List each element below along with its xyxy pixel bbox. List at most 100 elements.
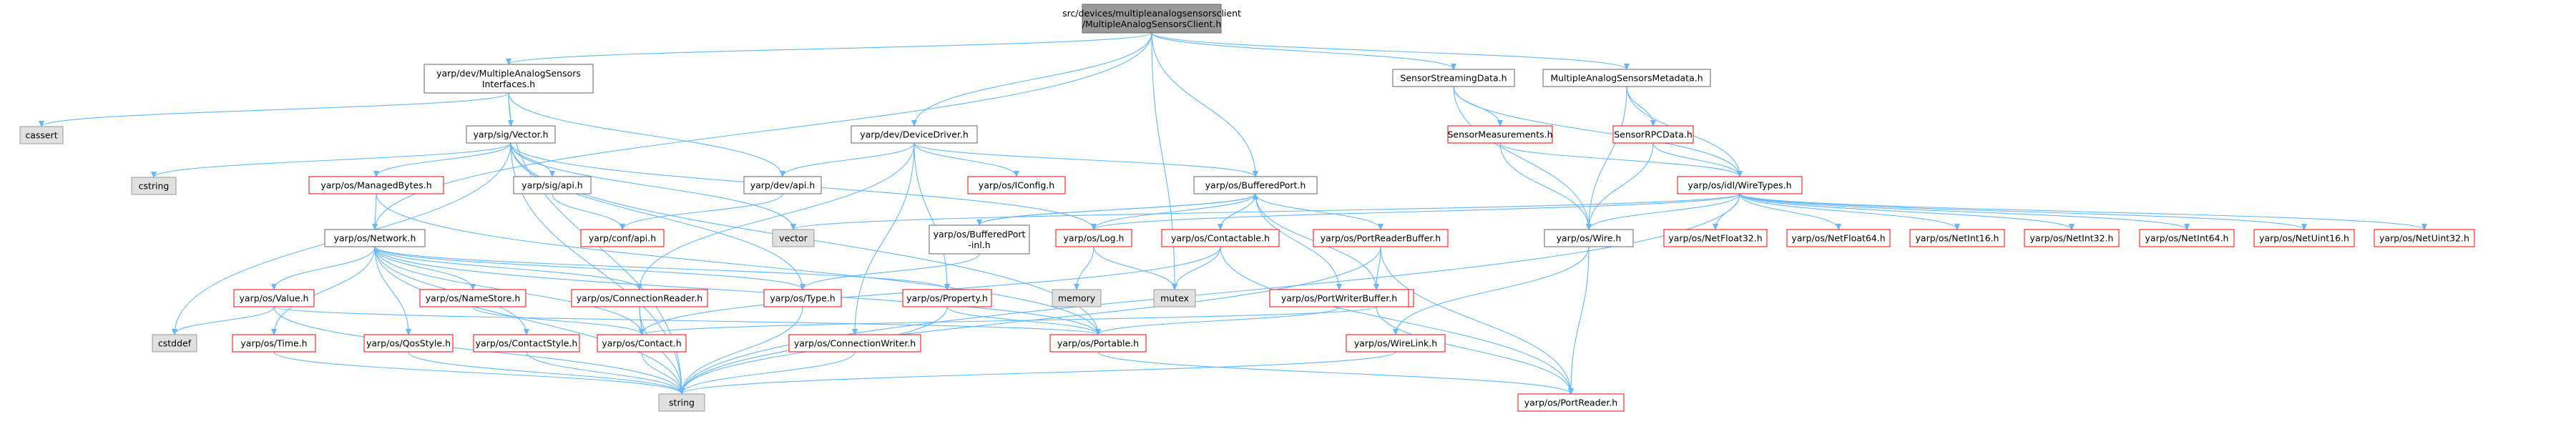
node-label: memory [1058,293,1096,304]
node-label: yarp/dev/MultipleAnalogSensors [436,68,581,79]
node-box [324,229,426,247]
edge-contactable-to-mutex [1175,246,1221,290]
edge-wire-to-wirelink [1396,246,1590,335]
edge-devapi-to-confapi [622,193,783,230]
node-label: yarp/os/ConnectionWriter.h [794,338,916,349]
edge-sensorstream-to-wiretypes [1453,86,1740,177]
node-layer: src/devices/multipleanalogsensorsclient/… [19,4,2475,412]
node-yarp-os-network-h[interactable]: yarp/os/Network.h [324,229,426,247]
node-label: vector [779,233,808,244]
node-box [2374,229,2475,247]
node-yarp-os-portwriterbuffer-h[interactable]: yarp/os/PortWriterBuffer.h [1269,289,1409,307]
edge-contactable-to-portreader [1220,246,1571,394]
node-label: yarp/os/Log.h [1064,233,1125,244]
node-yarp-dev-devicedriver-h[interactable]: yarp/dev/DeviceDriver.h [851,125,978,144]
node-label: /MultipleAnalogSensorsClient.h [1082,19,1222,29]
node-yarp-os-portreaderbuffer-h[interactable]: yarp/os/PortReaderBuffer.h [1313,229,1449,247]
node-label: src/devices/multipleanalogsensorsclient [1062,8,1241,19]
node-multipleanalogsensorsmetadata-h[interactable]: MultipleAnalogSensorsMetadata.h [1542,69,1711,87]
node-box [2139,229,2235,247]
node-label: yarp/os/NetInt64.h [2145,233,2229,244]
node-label: yarp/os/Property.h [906,293,988,304]
node-yarp-os-iconfig-h[interactable]: yarp/os/IConfig.h [967,176,1066,194]
node-yarp-os-value-h[interactable]: yarp/os/Value.h [233,289,315,307]
node-yarp-os-bufferedport-inl-h[interactable]: yarp/os/BufferedPort-inl.h [929,225,1030,255]
node-yarp-os-netuint16-h[interactable]: yarp/os/NetUint16.h [2253,229,2355,247]
node-src-devices-multipleanalogsensorsclient-multipleanalogsensorsclient-h[interactable]: src/devices/multipleanalogsensorsclient/… [1062,4,1241,34]
node-label: yarp/os/ConnectionReader.h [577,293,702,304]
node-label: yarp/sig/api.h [521,180,582,191]
node-yarp-os-netint64-h[interactable]: yarp/os/NetInt64.h [2139,229,2235,247]
node-box [1161,229,1280,247]
node-box [763,289,842,307]
node-label: -inl.h [968,240,990,250]
edge-port-to-contact [642,306,1377,335]
node-yarp-os-type-h[interactable]: yarp/os/Type.h [763,289,842,307]
edge-root-to-mas_iface [509,32,1152,64]
edge-portable-to-portreader [1097,351,1571,394]
node-yarp-os-netuint32-h[interactable]: yarp/os/NetUint32.h [2374,229,2475,247]
edge-sensorrpc-to-wiretypes [1652,142,1740,177]
node-box [1313,229,1449,247]
edge-network-to-value [274,246,376,290]
node-yarp-os-netint32-h[interactable]: yarp/os/NetInt32.h [2024,229,2120,247]
node-yarp-os-connectionwriter-h[interactable]: yarp/os/ConnectionWriter.h [788,334,921,352]
node-label: yarp/os/NetUint16.h [2259,233,2349,244]
node-yarp-dev-api-h[interactable]: yarp/dev/api.h [743,176,822,194]
node-yarp-os-portable-h[interactable]: yarp/os/Portable.h [1049,334,1147,352]
edge-wiretypes-to-wire [1589,193,1740,230]
node-yarp-os-connectionreader-h[interactable]: yarp/os/ConnectionReader.h [571,289,708,307]
node-yarp-os-log-h[interactable]: yarp/os/Log.h [1055,229,1132,247]
node-yarp-os-contact-h[interactable]: yarp/os/Contact.h [597,334,687,352]
node-yarp-os-qosstyle-h[interactable]: yarp/os/QosStyle.h [363,334,454,352]
edge-mas_iface-to-devapi [508,92,783,177]
edge-value-to-portable [273,306,1098,335]
node-box [929,225,1030,255]
node-label: cstring [139,181,170,192]
node-yarp-os-netfloat64-h[interactable]: yarp/os/NetFloat64.h [1786,229,1891,247]
edge-sensorrpc-to-wire [1589,142,1654,230]
edge-wiretypes-to-netint16 [1739,193,1957,230]
node-yarp-conf-api-h[interactable]: yarp/conf/api.h [580,229,665,247]
node-label: yarp/os/Portable.h [1057,338,1139,349]
edge-devdriver-to-bufport [914,142,1255,177]
node-yarp-os-netfloat32-h[interactable]: yarp/os/NetFloat32.h [1663,229,1768,247]
node-box [363,334,454,352]
node-yarp-os-property-h[interactable]: yarp/os/Property.h [902,289,992,307]
node-yarp-os-wire-h[interactable]: yarp/os/Wire.h [1544,229,1634,247]
node-label: yarp/os/Value.h [240,293,309,304]
node-yarp-dev-multipleanalogsensors-interfaces-h[interactable]: yarp/dev/MultipleAnalogSensorsInterfaces… [423,64,594,94]
node-yarp-os-time-h[interactable]: yarp/os/Time.h [232,334,316,352]
edge-connwriter-to-string [682,351,856,394]
node-yarp-os-contactstyle-h[interactable]: yarp/os/ContactStyle.h [473,334,580,352]
node-yarp-os-bufferedport-h[interactable]: yarp/os/BufferedPort.h [1193,176,1318,194]
edge-wiretypes-to-netint32 [1739,193,2072,230]
edge-network-to-qosstyle [374,246,408,335]
node-sensormeasurements-h[interactable]: SensorMeasurements.h [1447,125,1553,144]
edge-network-to-time [274,246,376,335]
edge-portwriterbuf-to-portable [1098,306,1340,335]
edge-network-to-namestore [374,246,473,290]
edge-managedbytes-to-network [375,193,376,230]
node-yarp-sig-vector-h[interactable]: yarp/sig/Vector.h [466,125,556,144]
node-label: yarp/dev/DeviceDriver.h [860,129,969,140]
node-yarp-os-contactable-h[interactable]: yarp/os/Contactable.h [1161,229,1280,247]
edge-bufport-to-portwriterbuf [1255,193,1339,290]
node-yarp-os-namestore-h[interactable]: yarp/os/NameStore.h [419,289,527,307]
edge-sensormeas-to-wiretypes [1499,142,1740,177]
node-box [1055,229,1132,247]
node-label: yarp/conf/api.h [589,233,656,244]
node-yarp-os-netint16-h[interactable]: yarp/os/NetInt16.h [1909,229,2005,247]
node-yarp-os-portreader-h[interactable]: yarp/os/PortReader.h [1517,393,1625,412]
edge-log-to-mutex [1093,246,1175,290]
node-yarp-sig-api-h[interactable]: yarp/sig/api.h [513,176,592,194]
node-label: yarp/os/NetFloat64.h [1791,233,1885,244]
node-box [513,176,592,194]
node-sensorrpcdata-h[interactable]: SensorRPCData.h [1612,125,1694,144]
node-yarp-os-wirelink-h[interactable]: yarp/os/WireLink.h [1346,334,1446,352]
edge-wiretypes-to-netfloat32 [1715,193,1740,230]
node-yarp-os-idl-wiretypes-h[interactable]: yarp/os/idl/WireTypes.h [1677,176,1803,194]
node-sensorstreamingdata-h[interactable]: SensorStreamingData.h [1392,69,1515,87]
node-yarp-os-managedbytes-h[interactable]: yarp/os/ManagedBytes.h [308,176,444,194]
